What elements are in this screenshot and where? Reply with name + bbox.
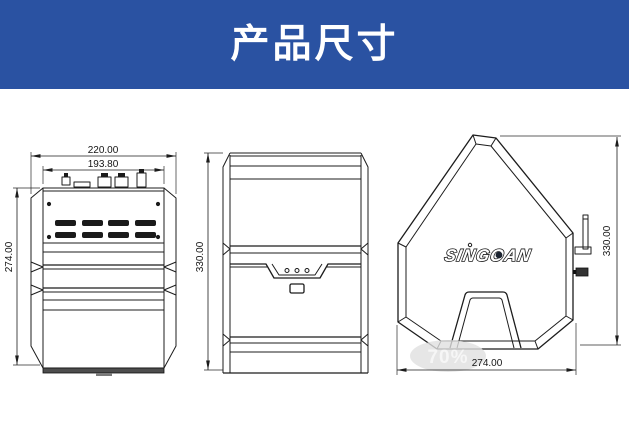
front-screws [46, 201, 161, 240]
dim-label-274-bottom: 274.00 [472, 358, 503, 369]
dim-label-330-middle: 330.00 [195, 241, 206, 272]
watermark: 70% [410, 340, 486, 372]
front-dim-height: 274.00 [4, 187, 40, 366]
front-view-outline [30, 187, 177, 369]
octagon-view: SINGOAN 330.00 70% 274.00 [396, 134, 621, 375]
header-banner: 产品尺寸 [0, 0, 629, 89]
side-led-notch [230, 263, 361, 294]
dim-label-193: 193.80 [88, 159, 119, 170]
front-top-connectors [61, 169, 147, 188]
dim-label-330-right: 330.00 [602, 225, 613, 256]
front-dim-width-inner: 193.80 [42, 159, 165, 184]
brand-logo: SINGOAN [442, 242, 534, 266]
front-vent-slots [55, 220, 156, 238]
octagon-outline [397, 134, 574, 350]
front-grooves [30, 242, 177, 311]
side-dim-height: 330.00 [195, 152, 223, 371]
brand-logo-text: SINGOAN [443, 245, 533, 265]
drawing-area: 220.00 193.80 274.00 [0, 89, 629, 426]
watermark-blob [410, 340, 486, 372]
dim-label-274-left: 274.00 [4, 241, 15, 272]
logo-globe-dot [495, 251, 503, 259]
octagon-dim-width: 274.00 [396, 323, 577, 375]
side-port [289, 283, 305, 294]
page-title: 产品尺寸 [230, 23, 399, 66]
side-view: 330.00 [195, 152, 369, 374]
watermark-text: 70% [427, 347, 468, 368]
side-view-outline [222, 152, 369, 374]
antenna-icon [573, 214, 592, 277]
octagon-stand-notch [449, 291, 522, 349]
technical-drawing-svg: 220.00 193.80 274.00 [4, 134, 621, 376]
front-bottom-bar [42, 367, 165, 376]
logo-ring-dot [467, 242, 473, 248]
dim-label-220: 220.00 [88, 145, 119, 156]
front-view: 220.00 193.80 274.00 [4, 145, 177, 376]
octagon-dim-height: 330.00 [500, 135, 621, 346]
front-dim-width-outer: 220.00 [30, 145, 177, 194]
side-grooves [222, 165, 369, 353]
